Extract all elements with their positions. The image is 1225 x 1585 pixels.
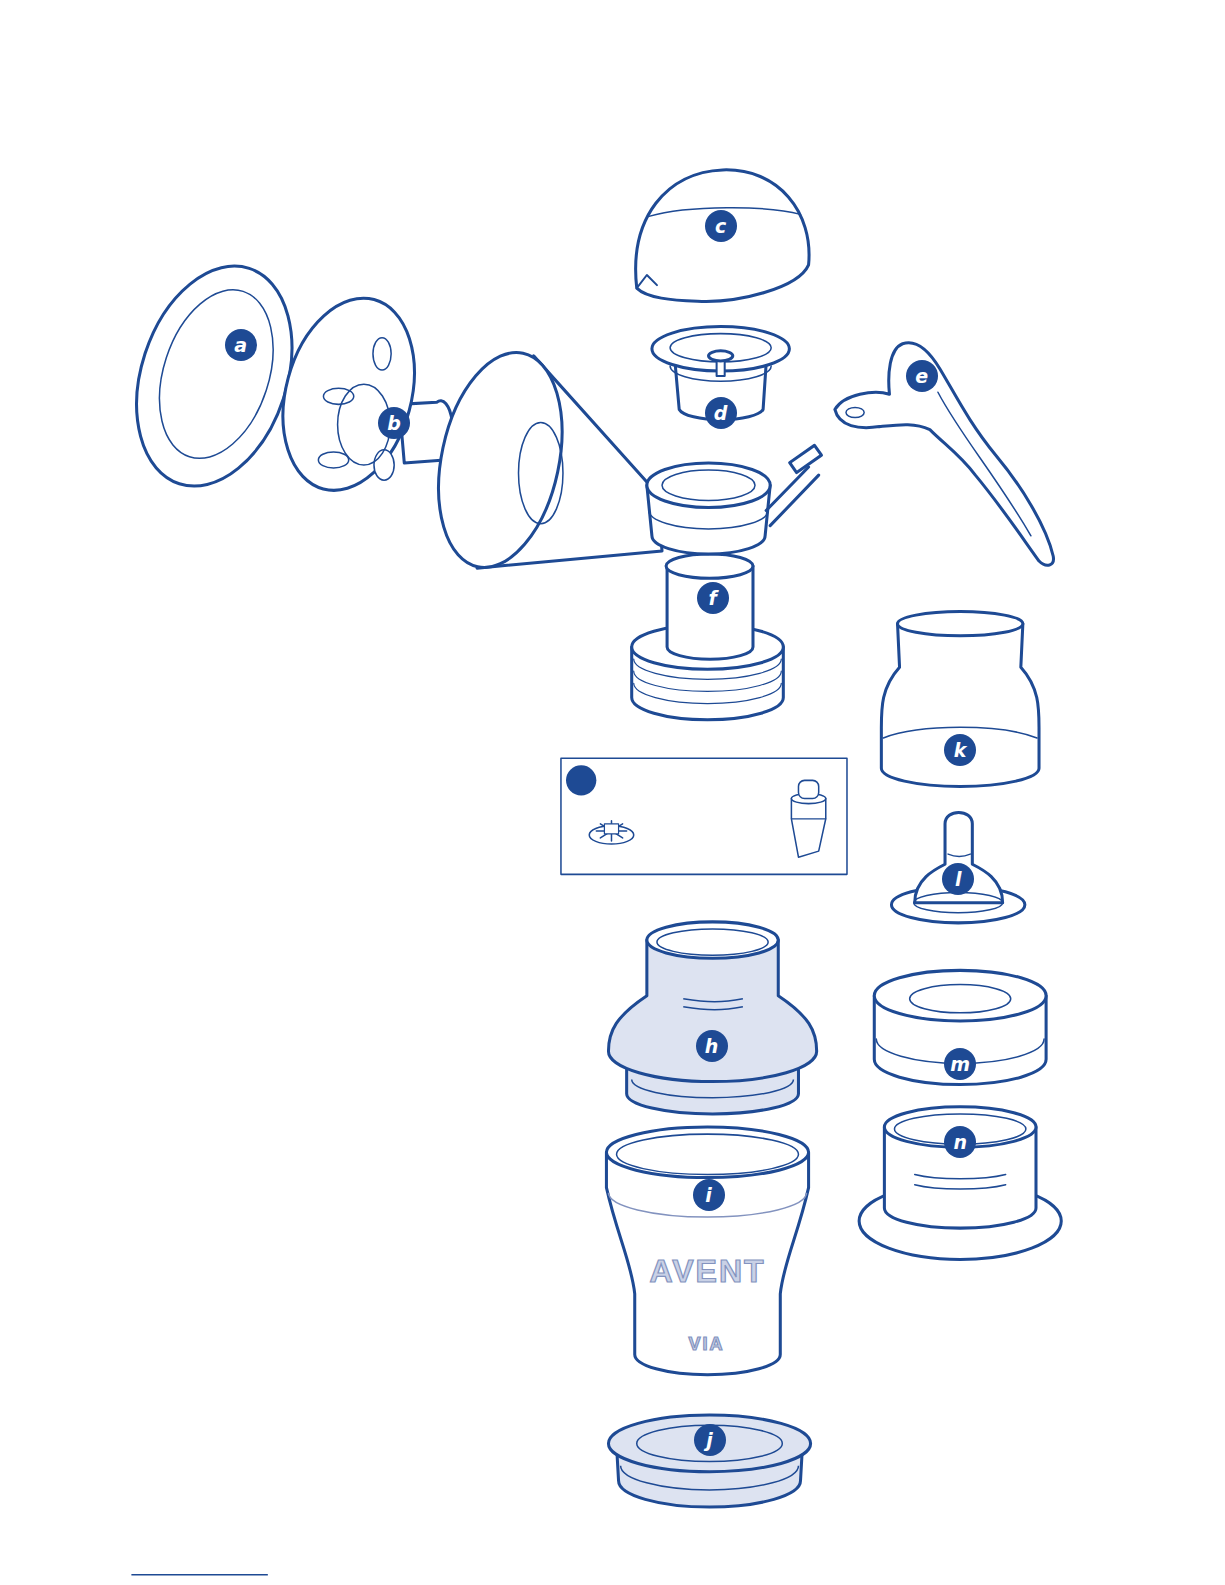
travel-cover [881,612,1039,787]
screw-ring [874,970,1046,1084]
part-letter: a [225,329,257,361]
brand-logo: AVENT [649,1253,765,1290]
part-letter: f [697,582,729,614]
teat [891,812,1024,922]
page-rule [131,1574,267,1576]
brand-logo: VIA [688,1334,724,1355]
part-letter: n [944,1126,976,1158]
part-letter: c [705,210,737,242]
part-letter: b [378,407,410,439]
part-letter: d [705,397,737,429]
petal-insert [263,283,453,505]
part-letter: m [944,1048,976,1080]
part-letter: j [694,1424,726,1456]
funnel [420,341,662,579]
part-letter: h [696,1030,728,1062]
cap [636,170,809,302]
spare-parts-box [561,758,847,874]
part-letter: i [693,1179,725,1211]
bottle-adapter [608,922,816,1114]
pump-body [632,445,822,719]
adapter-ring [859,1107,1061,1260]
part-letter: l [942,863,974,895]
handle [835,343,1054,565]
part-letter: e [906,360,938,392]
storage-cup [606,1127,808,1375]
sealing-lid [608,1415,810,1507]
part-letter: k [944,734,976,766]
